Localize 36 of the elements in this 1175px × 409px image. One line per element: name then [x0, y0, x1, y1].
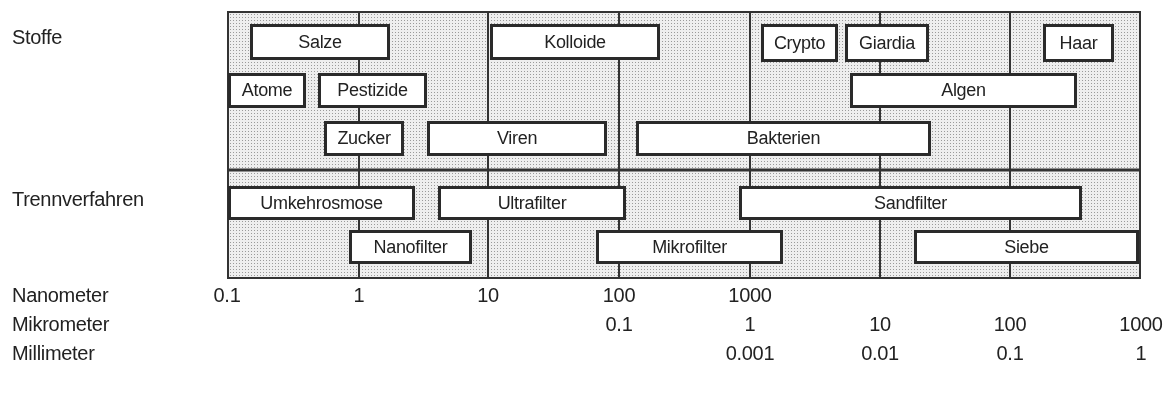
size-range-bar: Algen: [850, 73, 1077, 108]
scale-value: 0.1: [996, 342, 1024, 365]
scale-value: 1000: [1119, 313, 1163, 336]
size-range-bar: Siebe: [914, 230, 1139, 264]
scale-value: 0.1: [605, 313, 633, 336]
scale-value: 100: [602, 284, 636, 307]
size-range-bar: Umkehrosmose: [228, 186, 415, 220]
size-range-bar: Atome: [228, 73, 306, 108]
scale-value: 1000: [728, 284, 772, 307]
unit-label: Nanometer: [12, 284, 109, 307]
row-heading: Stoffe: [12, 26, 63, 49]
scale-value: 1: [744, 313, 756, 336]
size-range-bar: Giardia: [845, 24, 929, 62]
size-range-bar: Zucker: [324, 121, 404, 156]
size-range-bar: Crypto: [761, 24, 838, 62]
size-range-bar: Salze: [250, 24, 390, 60]
scale-value: 100: [993, 313, 1027, 336]
size-range-bar: Pestizide: [318, 73, 427, 108]
scale-value: 0.01: [861, 342, 899, 365]
unit-label: Millimeter: [12, 342, 95, 365]
scale-value: 1: [1135, 342, 1147, 365]
row-heading: Trennverfahren: [12, 188, 144, 211]
size-range-bar: Bakterien: [636, 121, 931, 156]
scale-value: 10: [869, 313, 891, 336]
scale-value: 0.1: [213, 284, 241, 307]
size-range-bar: Kolloide: [490, 24, 660, 60]
size-range-bar: Viren: [427, 121, 607, 156]
size-range-bar: Sandfilter: [739, 186, 1082, 220]
unit-label: Mikrometer: [12, 313, 109, 336]
scale-value: 10: [477, 284, 499, 307]
size-range-bar: Ultrafilter: [438, 186, 626, 220]
size-range-bar: Mikrofilter: [596, 230, 783, 264]
scale-value: 1: [353, 284, 365, 307]
size-range-bar: Haar: [1043, 24, 1114, 62]
size-range-bar: Nanofilter: [349, 230, 472, 264]
scale-value: 0.001: [725, 342, 775, 365]
